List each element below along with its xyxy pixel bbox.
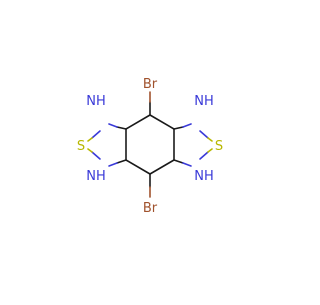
bond-c6-c1 <box>125 114 151 130</box>
bond-n-s-left-bottom <box>91 151 101 160</box>
atom-nh-left-bottom: NH <box>86 169 106 184</box>
bond-s-left-top <box>87 137 93 142</box>
atom-s-right: S <box>215 139 223 154</box>
bond-c5-n <box>116 159 127 164</box>
bond-n-bottom-left-a <box>108 162 118 167</box>
bond-n-s-right-top <box>199 130 209 139</box>
bond-s-right-bottom <box>207 148 213 153</box>
bond-c2-n <box>173 126 184 130</box>
bond-c1-c2 <box>149 114 175 130</box>
bond-n-top-left-a <box>108 123 118 128</box>
bond-s-right-top <box>207 137 213 142</box>
bond-c4-c5 <box>125 159 151 175</box>
atom-br-top: Br <box>143 77 158 92</box>
molecule-diagram: Br Br NH NH S NH NH S <box>77 77 223 216</box>
molecule-structure: Br Br NH NH S NH NH S <box>77 77 223 216</box>
bond-s-left-bottom <box>87 148 93 153</box>
bond-c6-n <box>116 126 127 130</box>
bond-n-s-left-top <box>91 130 101 139</box>
bond-c3-c4 <box>149 159 175 175</box>
atom-s-left: S <box>77 139 85 154</box>
atom-nh-right-top: NH <box>194 94 214 109</box>
bond-c3-n <box>173 159 184 164</box>
bond-n-bottom-right-a <box>182 162 192 167</box>
atom-br-bottom: Br <box>143 201 158 216</box>
bond-n-top-right-a <box>182 123 192 128</box>
bond-n-s-right-bottom <box>199 151 209 160</box>
atom-nh-right-bottom: NH <box>194 169 214 184</box>
atom-nh-left-top: NH <box>86 94 106 109</box>
